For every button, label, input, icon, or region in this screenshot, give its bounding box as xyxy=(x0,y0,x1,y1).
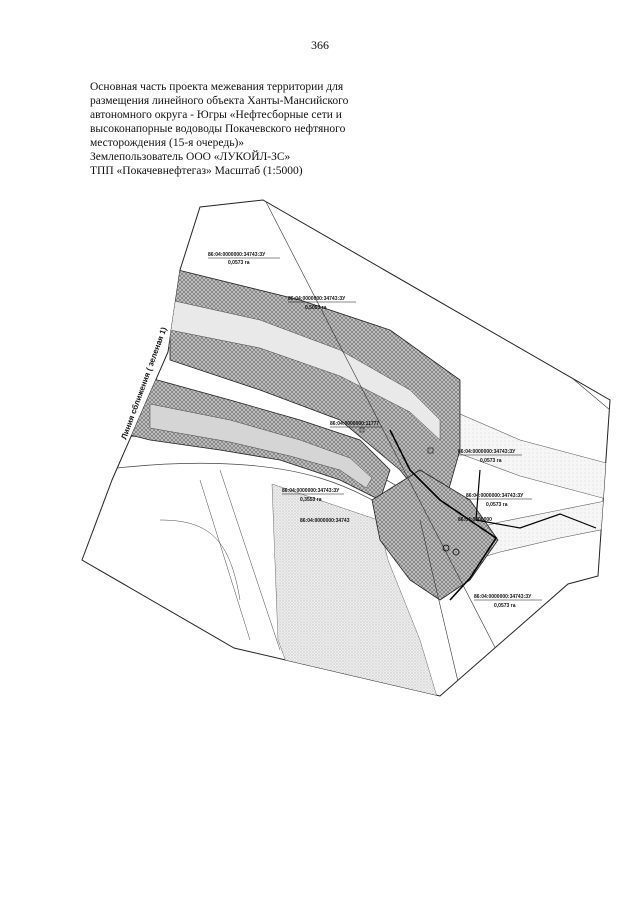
parcel-label: 86:04:0000000:34743:ЗУ 0,5053 га xyxy=(288,296,356,311)
parcel-id: 86:04:0000000:34743:ЗУ xyxy=(458,449,516,455)
parcel-id: 86:04:0000000:34743:ЗУ xyxy=(474,594,532,600)
heading-line: высоконапорные водоводы Покачевского неф… xyxy=(90,123,346,135)
parcel-label: 86:04:0000000:34743:ЗУ 0,0573 га xyxy=(466,493,532,508)
bold-boundary xyxy=(389,429,498,601)
survey-line xyxy=(419,519,461,691)
heading-line: размещения линейного объекта Ханты-Манси… xyxy=(90,95,349,107)
parcel-id: 86:04:0000000:34743:ЗУ xyxy=(282,488,340,494)
parcel-area: 0,0573 га xyxy=(486,502,508,508)
heading-line: месторождения (15-я очередь)» xyxy=(90,137,245,149)
page-number: 366 xyxy=(311,38,329,52)
strip-middle xyxy=(149,403,373,489)
parcel-label: 86:04:0000000:11777 xyxy=(330,421,382,433)
bold-boundary-2 xyxy=(475,469,597,529)
parcel-label: 86:04:0000000:34743:ЗУ 0,0573 га xyxy=(474,594,542,609)
parcel-area: 0,3553 га xyxy=(300,497,322,503)
parcel-id: 86:04:0000000:34743:ЗУ xyxy=(208,252,266,258)
survey-line xyxy=(199,479,251,641)
parcel-label: 86:04:0000000:34743:ЗУ 0,3553 га xyxy=(282,488,344,503)
parcel-label: 86:04:0000000 xyxy=(458,517,492,523)
document-heading: Основная часть проекта межевания террито… xyxy=(90,80,410,178)
parcel-id: 86:04:0000000:11777 xyxy=(330,421,379,427)
survey-line xyxy=(219,469,281,651)
parcel-id: 86:04:0000000 xyxy=(458,517,492,523)
heading-line: ТПП «Покачевнефтегаз» Масштаб (1:5000) xyxy=(90,165,303,177)
heading-line: Основная часть проекта межевания террито… xyxy=(90,81,344,93)
parcel-area: 0,0573 га xyxy=(480,458,502,464)
parcel-area: 0,5053 га xyxy=(305,305,327,311)
heading-line: автономного округа - Югры «Нефтесборные … xyxy=(90,109,342,121)
survey-curve xyxy=(159,519,241,601)
strip-upper xyxy=(169,299,441,441)
parcel-id: 86:04:0000000:34743 xyxy=(300,518,350,524)
survey-marker xyxy=(442,544,450,552)
hatched-parcel-lower xyxy=(371,469,499,601)
heading-line: Землепользователь ООО «ЛУКОЙЛ-ЗС» xyxy=(90,151,291,163)
survey-line xyxy=(264,200,521,696)
parcel-id: 86:04:0000000:34743:ЗУ xyxy=(288,296,346,302)
parcel-label: 86:04:0000000:34743 xyxy=(300,518,350,524)
survey-marker xyxy=(452,548,460,556)
parcel-id: 86:04:0000000:34743:ЗУ xyxy=(466,493,524,499)
parcel-area: 0,0573 га xyxy=(228,260,250,266)
parcel-label: 86:04:0000000:34743:ЗУ 0,0573 га xyxy=(208,252,280,266)
parcel-area: 0,0573 га xyxy=(494,603,516,609)
parcel-label: 86:04:0000000:34743:ЗУ 0,0573 га xyxy=(427,447,522,464)
